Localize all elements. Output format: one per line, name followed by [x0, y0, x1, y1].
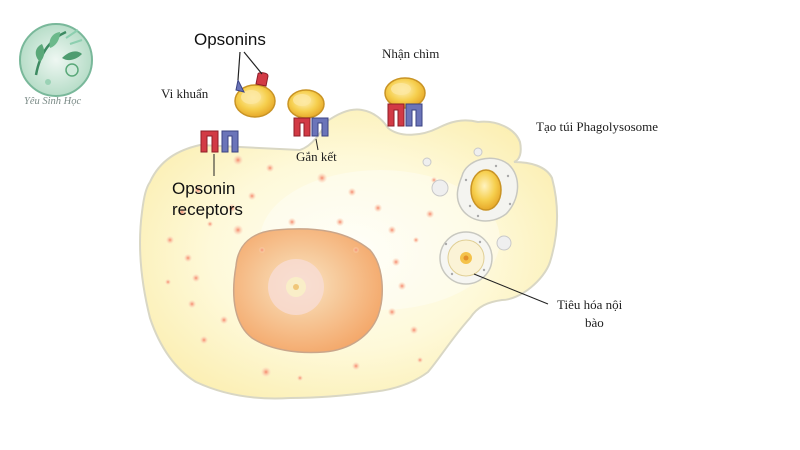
attach-pointer-line [315, 138, 319, 151]
label-tieu-hoa-line2: bào [585, 315, 604, 330]
label-gan-ket: Gắn kết [296, 149, 337, 164]
label-opsonin-receptors-line1: Opsonin [172, 179, 236, 198]
digestion-pointer-line [473, 273, 549, 305]
opsonin-receptor-pair [200, 130, 239, 153]
digestion-vesicle [439, 231, 493, 285]
yeu-sinh-hoc-logo [19, 23, 93, 97]
attaching-bacterium [287, 89, 329, 137]
cell-nucleus [233, 228, 383, 354]
label-phagolysosome: Tạo túi Phagolysosome [536, 119, 659, 134]
label-vi-khuan: Vi khuẩn [161, 86, 209, 101]
engulfing-bacterium [384, 77, 426, 127]
label-opsonin-receptors: Opsonin receptors [172, 178, 243, 220]
lysosome-vesicles [422, 147, 512, 251]
opsonin-pointer-lines [237, 51, 263, 81]
label-nhan-chim: Nhận chìm [382, 46, 440, 61]
free-bacterium [234, 72, 276, 118]
label-opsonins: Opsonins [194, 30, 266, 49]
label-tieu-hoa: Tiêu hóa nội bào [557, 296, 622, 332]
label-tieu-hoa-line1: Tiêu hóa nội [557, 297, 623, 312]
logo-text: Yêu Sinh Học [24, 96, 82, 107]
phagolysosome [456, 157, 519, 222]
label-opsonin-receptors-line2: receptors [172, 200, 243, 219]
